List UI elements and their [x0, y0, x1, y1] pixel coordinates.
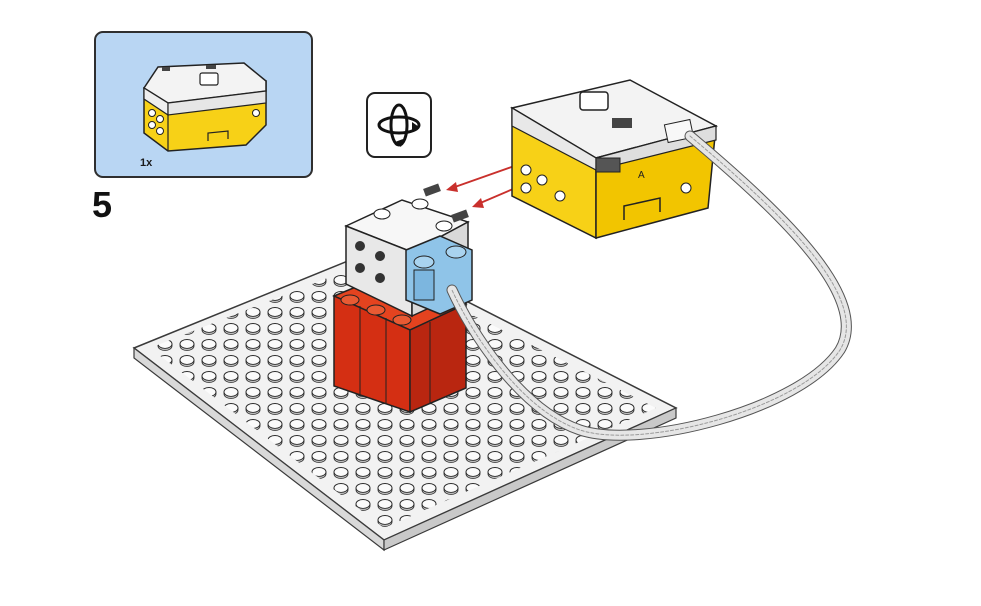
assembly-arrows [446, 163, 521, 208]
yellow-hub-icon [142, 62, 267, 152]
rotate-model-icon [366, 92, 432, 158]
hub-port-label: A [638, 170, 645, 181]
step-number: 5 [92, 184, 113, 225]
part-quantity: 1x [140, 157, 153, 169]
motor [344, 183, 473, 318]
cable [446, 130, 852, 441]
hub: A [510, 79, 719, 240]
parts-callout: 1x [94, 31, 313, 178]
